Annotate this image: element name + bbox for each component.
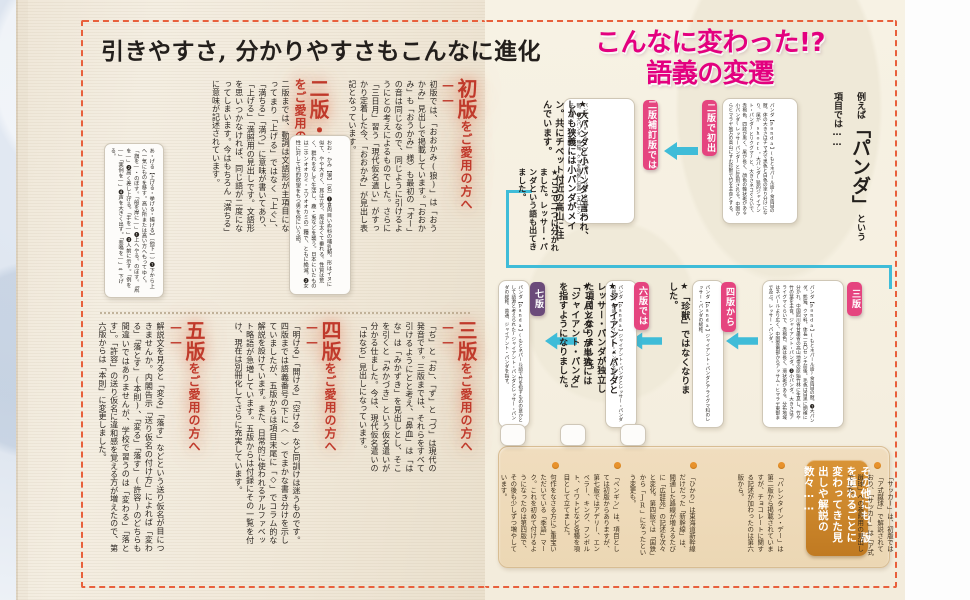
- section-heading-sanpan: 三版をご愛用の方へ——: [441, 320, 478, 453]
- arrow-left-icon-3: [630, 332, 662, 350]
- bullet-dot-2: [690, 462, 697, 469]
- connector-seg-b: [506, 190, 509, 268]
- section-heading-shohan: 初版をご愛用の方へ——: [441, 78, 478, 211]
- flow-note-1: ★大パンダと小パンダと言われ、しかも狭義には小パンダがメイン。共にチベット付近の…: [541, 100, 588, 241]
- mini-dict-card-3: [620, 424, 646, 446]
- arrow-left-icon-4: [545, 332, 577, 350]
- section-heading-yonhan: 四版をご愛用の方へ——: [305, 320, 342, 453]
- flow-tag-sanpan: 三版: [847, 282, 862, 316]
- section-body-yonhan: 「明ける」「開ける」「空ける」など同訓けは迷うものです。四版までは語義番号の下に…: [234, 322, 301, 544]
- flow-entry-yonhan: パンダ【panda】ジャイアント・パンダとアライグマ科のレッサー・パンダの総称。: [692, 280, 724, 428]
- flow-tag-rokuhan: 六版では: [634, 282, 649, 330]
- flow-entry-nihan-hoteiban: パンダ【panda】(もとネパール語)食肉目の珍獣。❶大パンダ。熊猫。クマを離脱…: [563, 98, 635, 224]
- section-body-sanpan: 「ぢ」と「お」、「ず」と「づ」は現代の発音です。三版までは、それらをすべて引ける…: [358, 322, 437, 472]
- bullet-item-3: 「ペンギン」は、項目としては初版からありますが、第七版ではアデリー、エンペラー、…: [562, 474, 620, 552]
- flow-tag-yonhan: 四版から: [721, 282, 736, 332]
- flow-entry-nihan-shoshutsu: パンダ【panda】(もとネパール語)食肉目の獣。体の大きさはチマ犬で黒色と白色…: [722, 98, 798, 224]
- background-right-white: [905, 0, 970, 600]
- bullet-dot-3: [614, 462, 621, 469]
- connector-seg-d: [889, 265, 892, 289]
- flow-tag-nanahan: 七版: [530, 282, 545, 316]
- connector-seg-c: [506, 265, 892, 268]
- mini-dict-card-1: [500, 424, 526, 446]
- bullet-item-1: 「バレンタイン・デー」は第二版から掲載されていますが、チョコレートに関する記述が…: [736, 474, 784, 552]
- bullet-dot-4: [552, 462, 559, 469]
- left-page-background: [16, 0, 485, 600]
- right-title-line-2: 語義の変遷: [646, 58, 774, 89]
- flow-entry-sanpan: パンダ【panda】(もとネパール語)食肉目の獣。❶大パンダ。熊猫。クマ科。体長…: [762, 280, 844, 428]
- dict-card-ookami: おお‐かみ【狼】〔名〕❶食肉目いぬ科の哺乳類。形はイヌに似て、やや大きく、耳は立…: [289, 135, 351, 295]
- bullet-item-5: 「サッカー」は、初版では「ア式蹴球」で解説されており、「サッカー」は「ア式蹴球」…: [846, 474, 894, 556]
- flow-tag-nihan-shoshutsu: 二版で初出: [702, 100, 717, 156]
- flow-note-4: ★ジャイアント・パンダとレッサー・パンダが独立した項目となりました。: [583, 282, 618, 395]
- right-panel-title: こんなに変わった!? 語義の変遷: [540, 28, 880, 89]
- flow-entry-rokuhan: パンダ【panda】ジャイアント・パンダとレッサー・パンダの総称。普通、ジャイア…: [605, 280, 637, 428]
- bullet-item-2: 「ひかり」は東海道新幹線だけだった「新幹線」は、開通した路線が増えるたびに「広辞…: [628, 474, 696, 556]
- section-body-shohan: 初版では、「おおかみ(狼)」は「おうかみ」見出しで掲載しています。「おおかみ」も…: [347, 80, 438, 232]
- dict-card-ageru: あ・げる【上げる・挙げる・揚げる】〔他下一〕❶下から上へ一気にものを移す。高い所…: [104, 143, 164, 298]
- arrow-left-icon-2: [726, 332, 758, 350]
- section-body-gohan: 解説文を見ると「変る」「落す」などという送り仮名が目につきませんか。内閣告示「送…: [98, 322, 165, 552]
- section-heading-gohan: 五版をご愛用の方へ——: [169, 320, 206, 453]
- bullet-dot-1: [778, 462, 785, 469]
- bullet-item-4: 句作をなさる方にご重宝いただいている「季語」マーク。これを初めて付けるようになっ…: [499, 474, 557, 552]
- arrow-left-icon-1: [664, 142, 698, 160]
- left-panel-title: 引きやすさ, 分かりやすさもこんなに進化: [101, 38, 542, 65]
- lead-text: 例えば「パンダ」という項目では……: [832, 92, 871, 241]
- mini-dict-card-2: [560, 424, 586, 446]
- bullet-dot-5: [874, 462, 881, 469]
- section-divider: [100, 312, 470, 314]
- right-title-line-1: こんなに変わった!?: [595, 28, 825, 58]
- flow-note-3: ★「珍獣」ではなくなりました。: [667, 282, 690, 395]
- flow-note-2: ★ここで二つに分かれました。レッサー・パンダという語も出てきました。: [517, 168, 560, 252]
- flow-tag-nihan-hoteiban: 二版補訂版では: [643, 100, 658, 170]
- flow-note-5: ★「パンダ」が単独には「ジャイアント・パンダ」を指すようになりました。: [557, 282, 592, 394]
- flow-entry-nanahan: パンダ【panda】(もとネパール語で竹を指すものの意かとして語源と考えられた)…: [498, 280, 530, 428]
- section-body-nihan: 二版までは、動詞は文語形が主項目になってまり「上げる」ではなく「上ぐ」、「満ちる…: [211, 80, 290, 232]
- connector-seg-a: [506, 190, 532, 193]
